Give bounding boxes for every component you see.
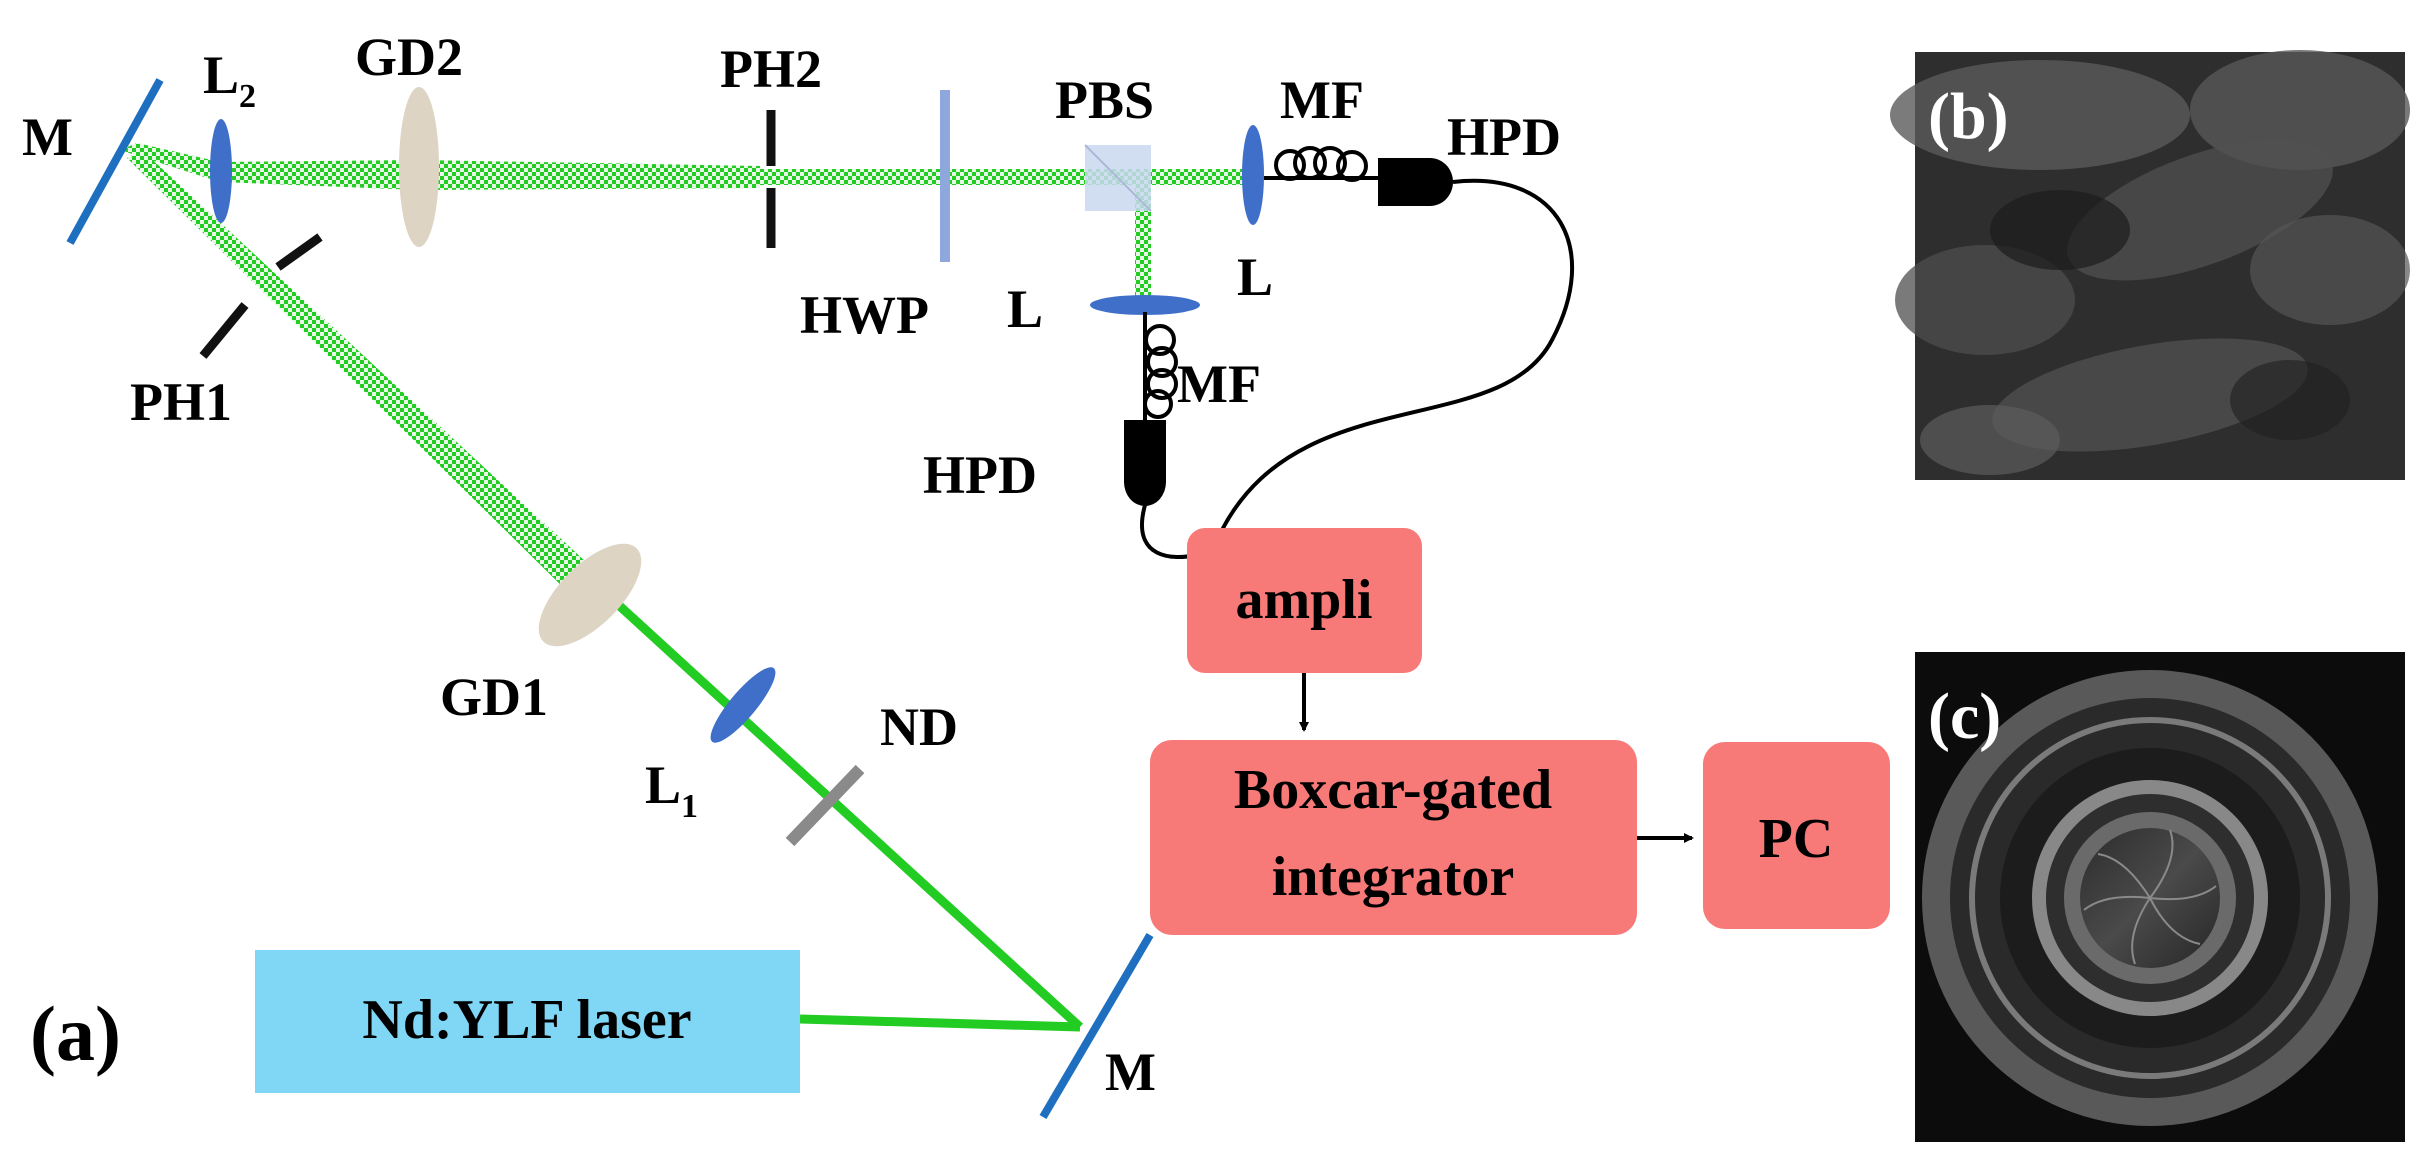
label-hpd-top: HPD <box>1447 107 1561 167</box>
multimode-fiber-down <box>1143 312 1178 420</box>
label-panel-a: (a) <box>30 990 121 1077</box>
beam-l2-to-ph2 <box>220 160 760 190</box>
label-panel-c: (c) <box>1928 680 2001 753</box>
label-lens-l2-sub: 2 <box>239 78 256 115</box>
label-nd: ND <box>880 697 958 757</box>
label-hpd-down: HPD <box>923 445 1037 505</box>
label-lens-l2: L2 <box>203 45 256 115</box>
label-ph1: PH1 <box>130 372 232 432</box>
cable-hpd-top-to-ampli <box>1220 178 1575 531</box>
integrator-label-line2: integrator <box>1272 846 1515 908</box>
label-panel-b: (b) <box>1928 80 2009 153</box>
diffuser-gd1 <box>538 543 642 647</box>
multimode-fiber-top <box>1264 146 1384 182</box>
label-mirror-top: M <box>22 107 73 167</box>
half-wave-plate <box>940 90 950 262</box>
label-hwp: HWP <box>800 285 929 345</box>
label-lens-l1-sub: 1 <box>681 788 698 825</box>
integrator-box <box>1150 740 1637 935</box>
diffuser-gd2 <box>399 87 439 247</box>
integrator-label-line1: Boxcar-gated <box>1234 759 1552 821</box>
laser-box <box>255 950 800 1093</box>
pc-label: PC <box>1759 808 1834 870</box>
label-mf-down: MF <box>1177 354 1261 414</box>
label-lens-l-right: L <box>1237 247 1273 307</box>
beam-pbs-to-lens-down <box>1135 185 1151 300</box>
label-ph2: PH2 <box>720 39 822 99</box>
beam-laser-to-mirror <box>799 1014 1081 1032</box>
lens-l2 <box>210 119 232 223</box>
panel-b-speckle-image <box>1890 50 2410 480</box>
beam-mirror-to-l2 <box>120 143 220 182</box>
lens-l1 <box>710 667 776 743</box>
label-gd1: GD1 <box>440 667 548 727</box>
pinhole-ph1 <box>199 233 323 359</box>
laser-label: Nd:YLF laser <box>362 989 691 1051</box>
lens-l-down <box>1090 295 1200 315</box>
mirror-top <box>66 78 164 245</box>
hpd-detector-down <box>1124 420 1166 506</box>
nd-filter <box>785 764 865 847</box>
pc-box <box>1703 742 1890 929</box>
beam-gd1-to-mirror <box>127 150 600 598</box>
polarizing-beam-splitter <box>1084 144 1152 212</box>
label-mf-top: MF <box>1280 70 1364 130</box>
hpd-detector-top <box>1378 158 1453 206</box>
beam-mirror-to-gd1 <box>608 595 1084 1031</box>
mirror-bottom <box>1039 932 1154 1120</box>
panel-c-diffuser-photo <box>1915 652 2405 1142</box>
beam-pbs-to-lens-right <box>1140 169 1250 185</box>
label-lens-l1: L1 <box>645 755 698 825</box>
ampli-label: ampli <box>1236 569 1373 631</box>
label-pbs: PBS <box>1055 70 1154 130</box>
lens-l-right <box>1242 125 1264 225</box>
label-mirror-bottom: M <box>1105 1042 1156 1102</box>
label-gd2: GD2 <box>355 27 463 87</box>
ampli-box <box>1187 528 1422 673</box>
label-lens-l-down: L <box>1007 279 1043 339</box>
